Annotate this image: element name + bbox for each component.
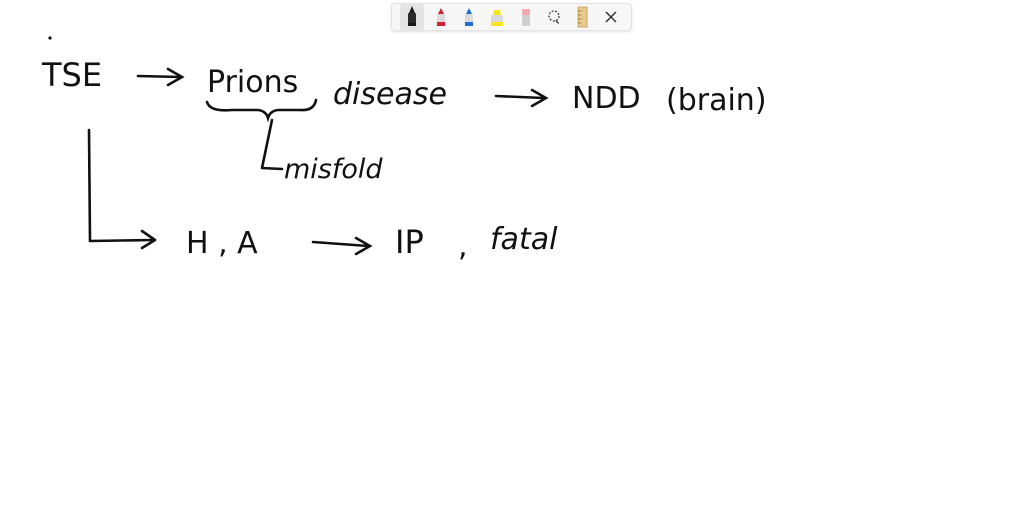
ink-text-fatal: fatal bbox=[490, 222, 558, 257]
blue-pen-tool[interactable] bbox=[457, 4, 481, 30]
lasso-tool[interactable] bbox=[542, 4, 566, 30]
ink-text-disease: disease bbox=[333, 77, 447, 112]
highlighter-icon bbox=[491, 10, 504, 26]
arrow-tse-to-ha bbox=[87, 128, 157, 250]
ruler-tool[interactable] bbox=[570, 4, 594, 30]
black-pen-icon bbox=[408, 6, 417, 26]
eraser-tool[interactable] bbox=[514, 4, 538, 30]
ink-text-brain: (brain) bbox=[666, 83, 767, 118]
close-toolbar-button[interactable] bbox=[599, 4, 623, 30]
ink-text-prions: Prions bbox=[207, 65, 298, 100]
red-pen-tool[interactable] bbox=[429, 4, 453, 30]
ink-text-ha: H , A bbox=[186, 226, 258, 261]
close-icon bbox=[605, 11, 617, 23]
ruler-icon bbox=[578, 6, 588, 28]
black-pen-tool[interactable] bbox=[400, 4, 425, 30]
arrow-disease-to-ndd bbox=[494, 88, 549, 108]
blue-pen-icon bbox=[464, 8, 473, 26]
ink-text-misfold: misfold bbox=[284, 154, 383, 185]
ink-text-tse: TSE bbox=[41, 56, 102, 94]
pen-toolbar bbox=[391, 3, 632, 31]
lasso-icon bbox=[548, 10, 560, 24]
eraser-icon bbox=[521, 9, 530, 26]
ink-text-ip: IP bbox=[395, 223, 424, 261]
ink-text-comma: , bbox=[458, 229, 468, 264]
misfold-connector bbox=[260, 118, 284, 171]
highlighter-tool[interactable] bbox=[485, 4, 509, 30]
arrow-ha-to-ip bbox=[311, 236, 373, 256]
ink-text-ndd: NDD bbox=[572, 81, 641, 116]
ink-dot bbox=[48, 36, 52, 40]
red-pen-icon bbox=[436, 8, 445, 26]
arrow-tse-to-prions bbox=[136, 67, 185, 87]
brace-under-prions bbox=[205, 98, 318, 123]
